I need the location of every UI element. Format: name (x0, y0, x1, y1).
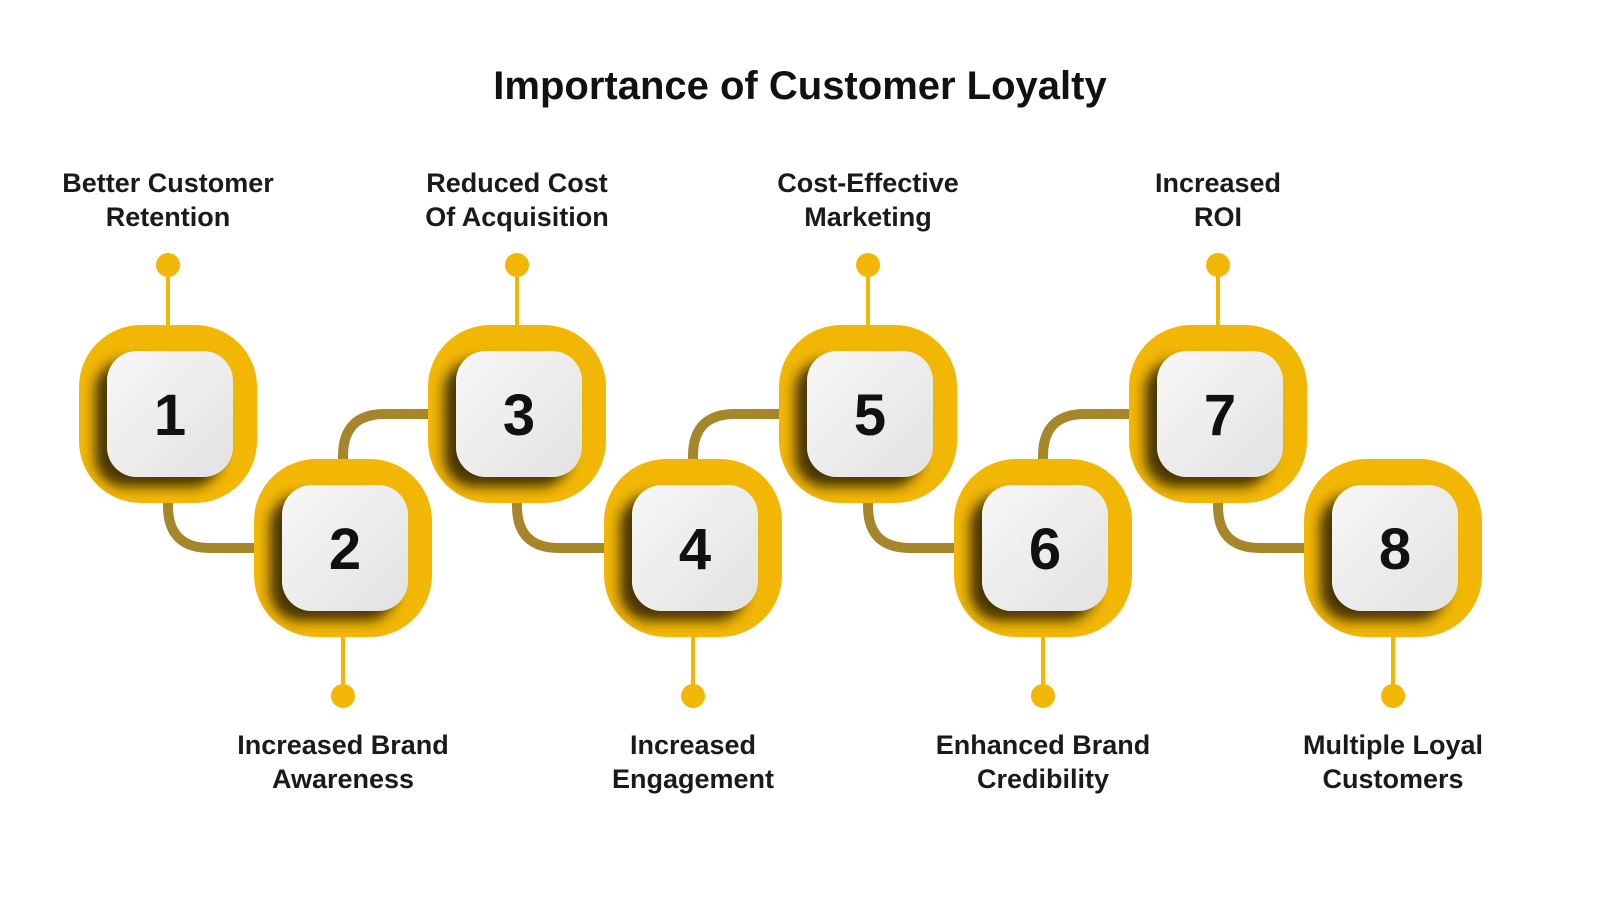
node-number-4: 4 (679, 517, 711, 582)
item-label-line: ROI (1193, 202, 1242, 232)
connector-6-7 (1038, 409, 1143, 473)
item-label-line: Marketing (804, 202, 932, 232)
connector-5-6 (863, 489, 968, 553)
diagram-title: Importance of Customer Loyalty (493, 64, 1107, 108)
connector-3-4 (512, 489, 618, 553)
node-tile-8 (1332, 485, 1458, 611)
item-label-line: Cost-Effective (777, 168, 959, 198)
pin-dot-8 (1381, 684, 1405, 708)
item-label-line: Of Acquisition (425, 202, 609, 232)
node-4: 4 (604, 459, 782, 637)
node-5: 5 (779, 325, 957, 503)
node-tile-4 (632, 485, 758, 611)
node-6: 6 (954, 459, 1132, 637)
node-tile-2 (282, 485, 408, 611)
pin-dot-2 (331, 684, 355, 708)
pin-dot-6 (1031, 684, 1055, 708)
item-label-line: Multiple Loyal (1302, 730, 1483, 760)
node-3: 3 (428, 325, 606, 503)
node-tile-7 (1157, 351, 1283, 477)
item-label-line: Better Customer (62, 168, 274, 198)
node-number-1: 1 (154, 383, 186, 448)
connector-7-8 (1213, 489, 1318, 553)
item-label-line: Awareness (271, 764, 415, 794)
item-label-line: Reduced Cost (426, 168, 608, 198)
node-number-3: 3 (503, 383, 535, 448)
node-tile-6 (982, 485, 1108, 611)
node-number-8: 8 (1379, 517, 1411, 582)
node-1: 1 (79, 325, 257, 503)
node-7: 7 (1129, 325, 1307, 503)
item-label-line: Enhanced Brand (935, 730, 1151, 760)
pin-layer (156, 253, 1405, 708)
connector-layer (163, 409, 1318, 553)
node-number-5: 5 (854, 383, 886, 448)
node-8: 8 (1304, 459, 1482, 637)
pin-dot-4 (681, 684, 705, 708)
item-label-3: Reduced Cost Of Acquisition (377, 166, 657, 234)
node-number-7: 7 (1204, 383, 1236, 448)
node-2: 2 (254, 459, 432, 637)
pin-dot-3 (505, 253, 529, 277)
pin-dot-7 (1206, 253, 1230, 277)
node-number-6: 6 (1029, 517, 1061, 582)
node-tile-1 (107, 351, 233, 477)
connector-1-2 (163, 489, 268, 553)
item-label-line: Customers (1322, 764, 1464, 794)
item-label-line: Engagement (611, 764, 775, 794)
node-tile-5 (807, 351, 933, 477)
node-layer: 1 2 3 4 5 6 7 8 (79, 325, 1482, 637)
pin-dot-5 (856, 253, 880, 277)
connector-2-3 (338, 409, 442, 473)
connector-4-5 (688, 409, 793, 473)
item-label-line: Increased (629, 730, 757, 760)
item-label-line: Credibility (976, 764, 1110, 794)
pin-dot-1 (156, 253, 180, 277)
item-label-line: Increased Brand (237, 730, 449, 760)
item-label-line: Retention (105, 202, 231, 232)
node-tile-3 (456, 351, 582, 477)
item-label-line: Increased (1154, 168, 1282, 198)
node-number-2: 2 (329, 517, 361, 582)
